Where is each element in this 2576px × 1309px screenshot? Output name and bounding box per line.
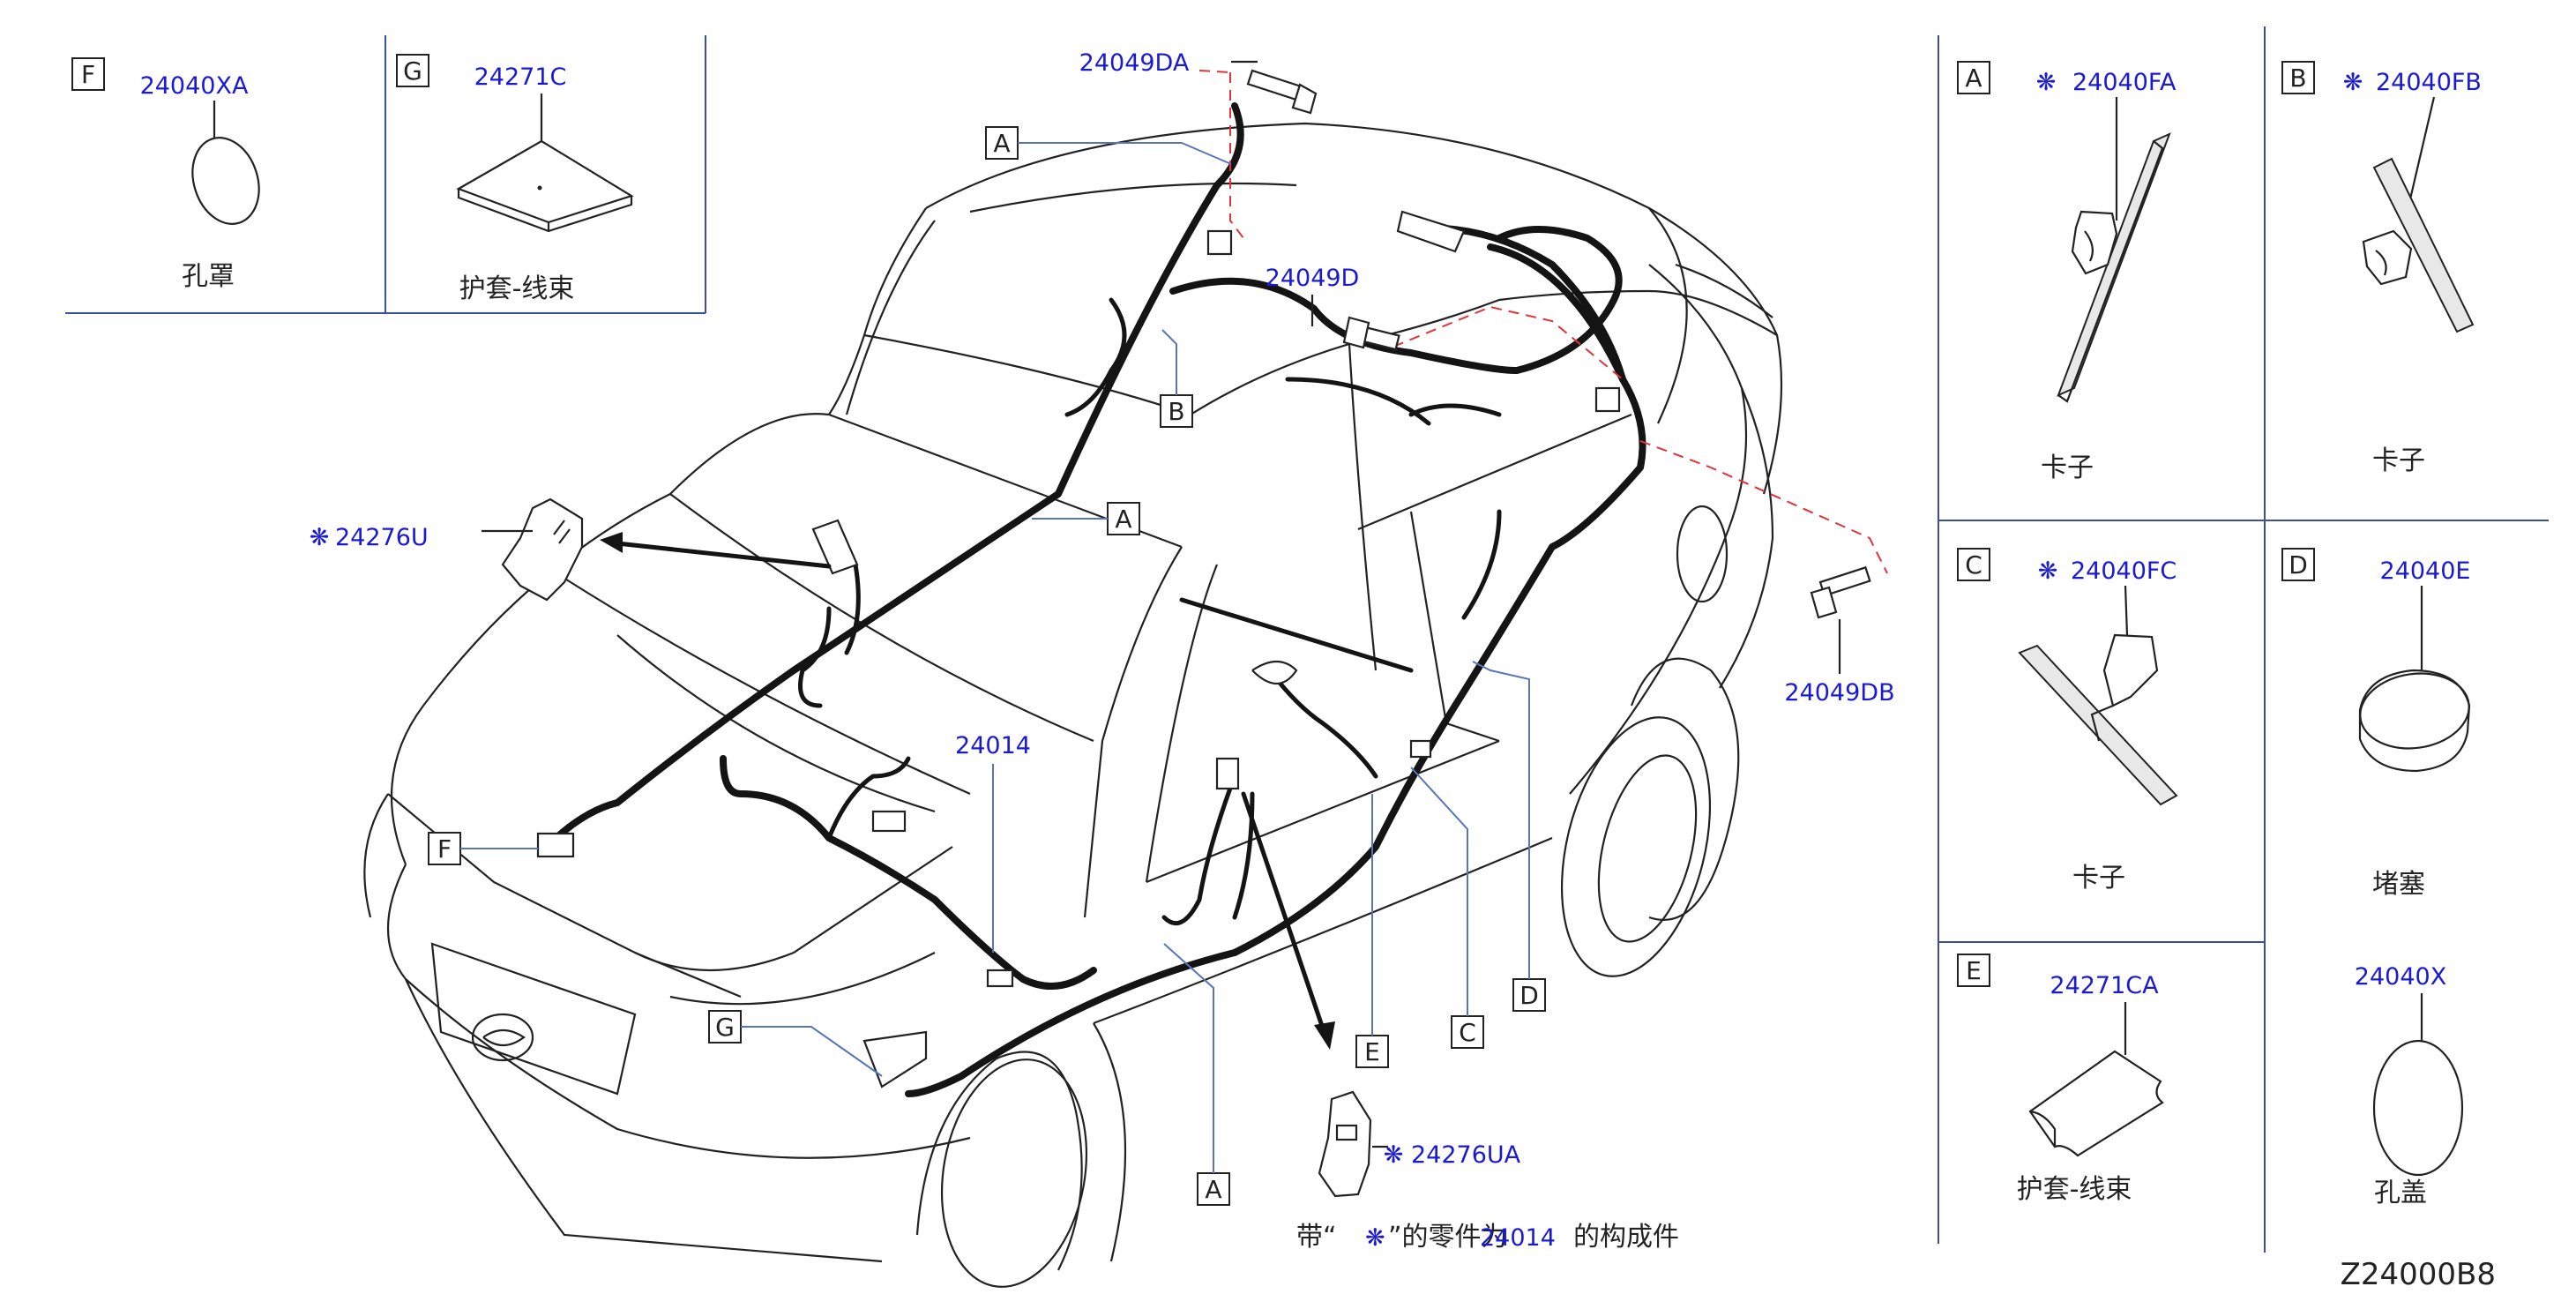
star-icon: ❋ bbox=[2036, 69, 2057, 96]
part-number-24049DB[interactable]: 24049DB bbox=[1784, 679, 1894, 707]
part-number-24271C[interactable]: 24271C bbox=[474, 64, 567, 91]
part-number-24040FA[interactable]: 24040FA bbox=[2072, 69, 2177, 96]
callout-c[interactable]: C bbox=[1459, 1018, 1476, 1047]
hole-cover-icon bbox=[191, 137, 260, 225]
bolt-24049DA-icon[interactable] bbox=[1246, 69, 1318, 115]
bracket-24276UA-icon[interactable] bbox=[1318, 1090, 1388, 1198]
bolt-dashed-leads bbox=[1198, 70, 1888, 574]
panel-c-name: 卡子 bbox=[2072, 863, 2125, 894]
diagram-code: Z24000B8 bbox=[2341, 1257, 2496, 1292]
callout-f[interactable]: F bbox=[437, 834, 452, 864]
hole-cover-x-icon bbox=[2372, 1039, 2464, 1177]
part-number-24040XA[interactable]: 24040XA bbox=[140, 72, 249, 100]
inset-f-letter: F bbox=[81, 60, 95, 89]
part-number-24276UA[interactable]: 24276UA bbox=[1411, 1141, 1521, 1169]
callout-e[interactable]: E bbox=[1364, 1037, 1380, 1066]
inset-f-name: 孔罩 bbox=[182, 261, 235, 292]
star-icon: ❋ bbox=[2343, 69, 2363, 96]
callout-g[interactable]: G bbox=[715, 1013, 735, 1042]
panel-b-name: 卡子 bbox=[2372, 445, 2425, 476]
clip-b-icon bbox=[2362, 157, 2475, 333]
part-number-24271CA[interactable]: 24271CA bbox=[2050, 972, 2159, 999]
callout-a-top[interactable]: A bbox=[993, 129, 1010, 158]
panel-a-letter: A bbox=[1965, 64, 1982, 93]
star-icon: ❋ bbox=[310, 524, 330, 551]
footnote: 带“ ❋ ”的零件为 24014 的构成件 bbox=[1296, 1222, 1679, 1253]
footnote-tail: 的构成件 bbox=[1573, 1222, 1679, 1253]
inset-top-left: F 24040XA 孔罩 G 24271C 护套-线束 bbox=[65, 35, 706, 314]
callout-d[interactable]: D bbox=[1519, 981, 1539, 1010]
panel-d-letter: D bbox=[2289, 550, 2308, 580]
callout-letters: A A B D C E F G A bbox=[428, 126, 1546, 1206]
panel-c-letter: C bbox=[1965, 550, 1982, 580]
star-icon: ❋ bbox=[1384, 1141, 1404, 1169]
callout-b[interactable]: B bbox=[1168, 397, 1184, 426]
footnote-parent-part[interactable]: 24014 bbox=[1480, 1224, 1556, 1252]
harness-protector-sheet-icon bbox=[2028, 1050, 2164, 1157]
right-panel: A ❋ 24040FA 卡子 B ❋ 24040FB 卡子 C ❋ 24040F… bbox=[1938, 26, 2549, 1253]
part-number-24049D[interactable]: 24049D bbox=[1266, 265, 1360, 292]
panel-e-name: 护套-线束 bbox=[2017, 1174, 2132, 1205]
part-number-24276U[interactable]: 24276U bbox=[335, 524, 429, 551]
inset-g-name: 护套-线束 bbox=[459, 273, 575, 304]
clip-c-icon bbox=[2018, 633, 2178, 806]
panel-x-name: 孔盖 bbox=[2374, 1178, 2427, 1208]
part-number-24014[interactable]: 24014 bbox=[955, 732, 1031, 759]
panel-d-name: 堵塞 bbox=[2372, 869, 2425, 900]
bolt-24049D-icon[interactable] bbox=[1342, 316, 1400, 351]
star-icon: ❋ bbox=[2038, 557, 2058, 585]
panel-b-letter: B bbox=[2289, 64, 2306, 93]
clip-a-icon bbox=[2057, 132, 2171, 403]
part-number-24040E[interactable]: 24040E bbox=[2380, 557, 2471, 585]
part-number-24040FC[interactable]: 24040FC bbox=[2071, 557, 2177, 585]
footnote-suffix: ”的零件为 bbox=[1388, 1222, 1508, 1253]
main-labels: 24049DA 24049D 24049DB 24014 ❋ 24276U ❋ … bbox=[310, 49, 1895, 1169]
panel-a-name: 卡子 bbox=[2041, 453, 2094, 483]
star-icon: ❋ bbox=[1365, 1224, 1385, 1252]
part-number-24040X[interactable]: 24040X bbox=[2355, 963, 2446, 991]
bolt-24049DB-icon[interactable] bbox=[1810, 565, 1871, 619]
part-number-24040FB[interactable]: 24040FB bbox=[2376, 69, 2482, 96]
footnote-prefix: 带“ bbox=[1296, 1222, 1337, 1253]
plug-d-icon bbox=[2358, 669, 2471, 773]
main-harness-24014[interactable] bbox=[536, 102, 1646, 1097]
inset-g-letter: G bbox=[403, 56, 422, 86]
bracket-24276U-icon[interactable] bbox=[482, 497, 584, 602]
panel-e-letter: E bbox=[1966, 956, 1982, 985]
harness-protector-pad-icon bbox=[456, 139, 634, 233]
callout-a-mid[interactable]: A bbox=[1115, 505, 1131, 534]
callout-a-bottom[interactable]: A bbox=[1205, 1175, 1221, 1204]
part-number-24049DA[interactable]: 24049DA bbox=[1079, 49, 1190, 77]
